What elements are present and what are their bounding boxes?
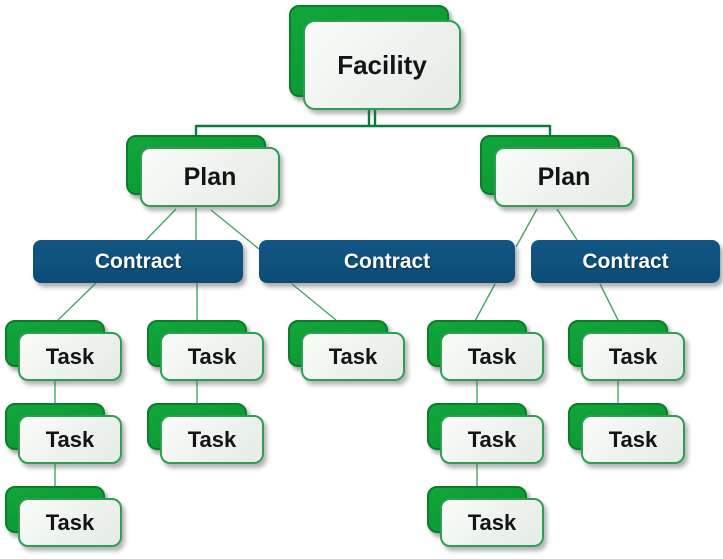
node-task-col5-row1: Task (568, 320, 685, 381)
node-task-col1-row2: Task (5, 403, 122, 464)
contract-left-label: Contract (94, 249, 182, 273)
plan-right-label: Plan (537, 162, 591, 191)
connector-planL-contractL-a (145, 208, 177, 241)
plan-right-card: Plan (494, 147, 634, 207)
connector-contractL-task1 (57, 282, 97, 321)
contract-right-label: Contract (582, 249, 669, 273)
task-card: Task (581, 332, 685, 381)
task-label: Task (467, 426, 517, 452)
node-plan-right: Plan (480, 135, 636, 209)
plan-left-label: Plan (183, 162, 237, 191)
connector-contractM-task4 (474, 283, 496, 322)
connector-contractR-task5 (599, 283, 619, 321)
task-card: Task (301, 332, 405, 381)
connector-planL-contractM (210, 209, 260, 250)
node-facility: Facility (289, 5, 463, 112)
task-label: Task (467, 509, 517, 535)
task-label: Task (608, 426, 658, 452)
node-task-col3-row1: Task (288, 320, 405, 381)
task-card: Task (18, 332, 122, 381)
node-contract-middle: Contract (259, 240, 515, 283)
connector-planR-contractR (556, 208, 578, 241)
task-card: Task (18, 498, 122, 547)
node-task-col4-row2: Task (427, 403, 544, 464)
plan-left-card: Plan (140, 147, 280, 207)
task-label: Task (467, 343, 517, 369)
task-card: Task (440, 332, 544, 381)
facility-card: Facility (303, 20, 461, 110)
connector-planR-contractM (515, 208, 538, 248)
connector-contractM-task3 (291, 283, 337, 321)
task-label: Task (608, 343, 658, 369)
task-label: Task (45, 343, 95, 369)
node-task-col2-row2: Task (147, 403, 264, 464)
task-label: Task (45, 509, 95, 535)
node-task-col1-row1: Task (5, 320, 122, 381)
task-card: Task (160, 332, 264, 381)
task-label: Task (328, 343, 378, 369)
task-label: Task (187, 343, 237, 369)
facility-label: Facility (337, 49, 427, 80)
task-card: Task (18, 415, 122, 464)
task-card: Task (440, 415, 544, 464)
task-label: Task (187, 426, 237, 452)
task-card: Task (160, 415, 264, 464)
node-contract-left: Contract (33, 240, 243, 283)
node-task-col4-row1: Task (427, 320, 544, 381)
task-card: Task (581, 415, 685, 464)
node-task-col2-row1: Task (147, 320, 264, 381)
node-task-col5-row2: Task (568, 403, 685, 464)
contract-middle-label: Contract (343, 249, 431, 273)
task-card: Task (440, 498, 544, 547)
node-contract-right: Contract (531, 240, 720, 283)
node-task-col4-row3: Task (427, 486, 544, 547)
node-task-col1-row3: Task (5, 486, 122, 547)
node-plan-left: Plan (126, 135, 282, 209)
task-label: Task (45, 426, 95, 452)
